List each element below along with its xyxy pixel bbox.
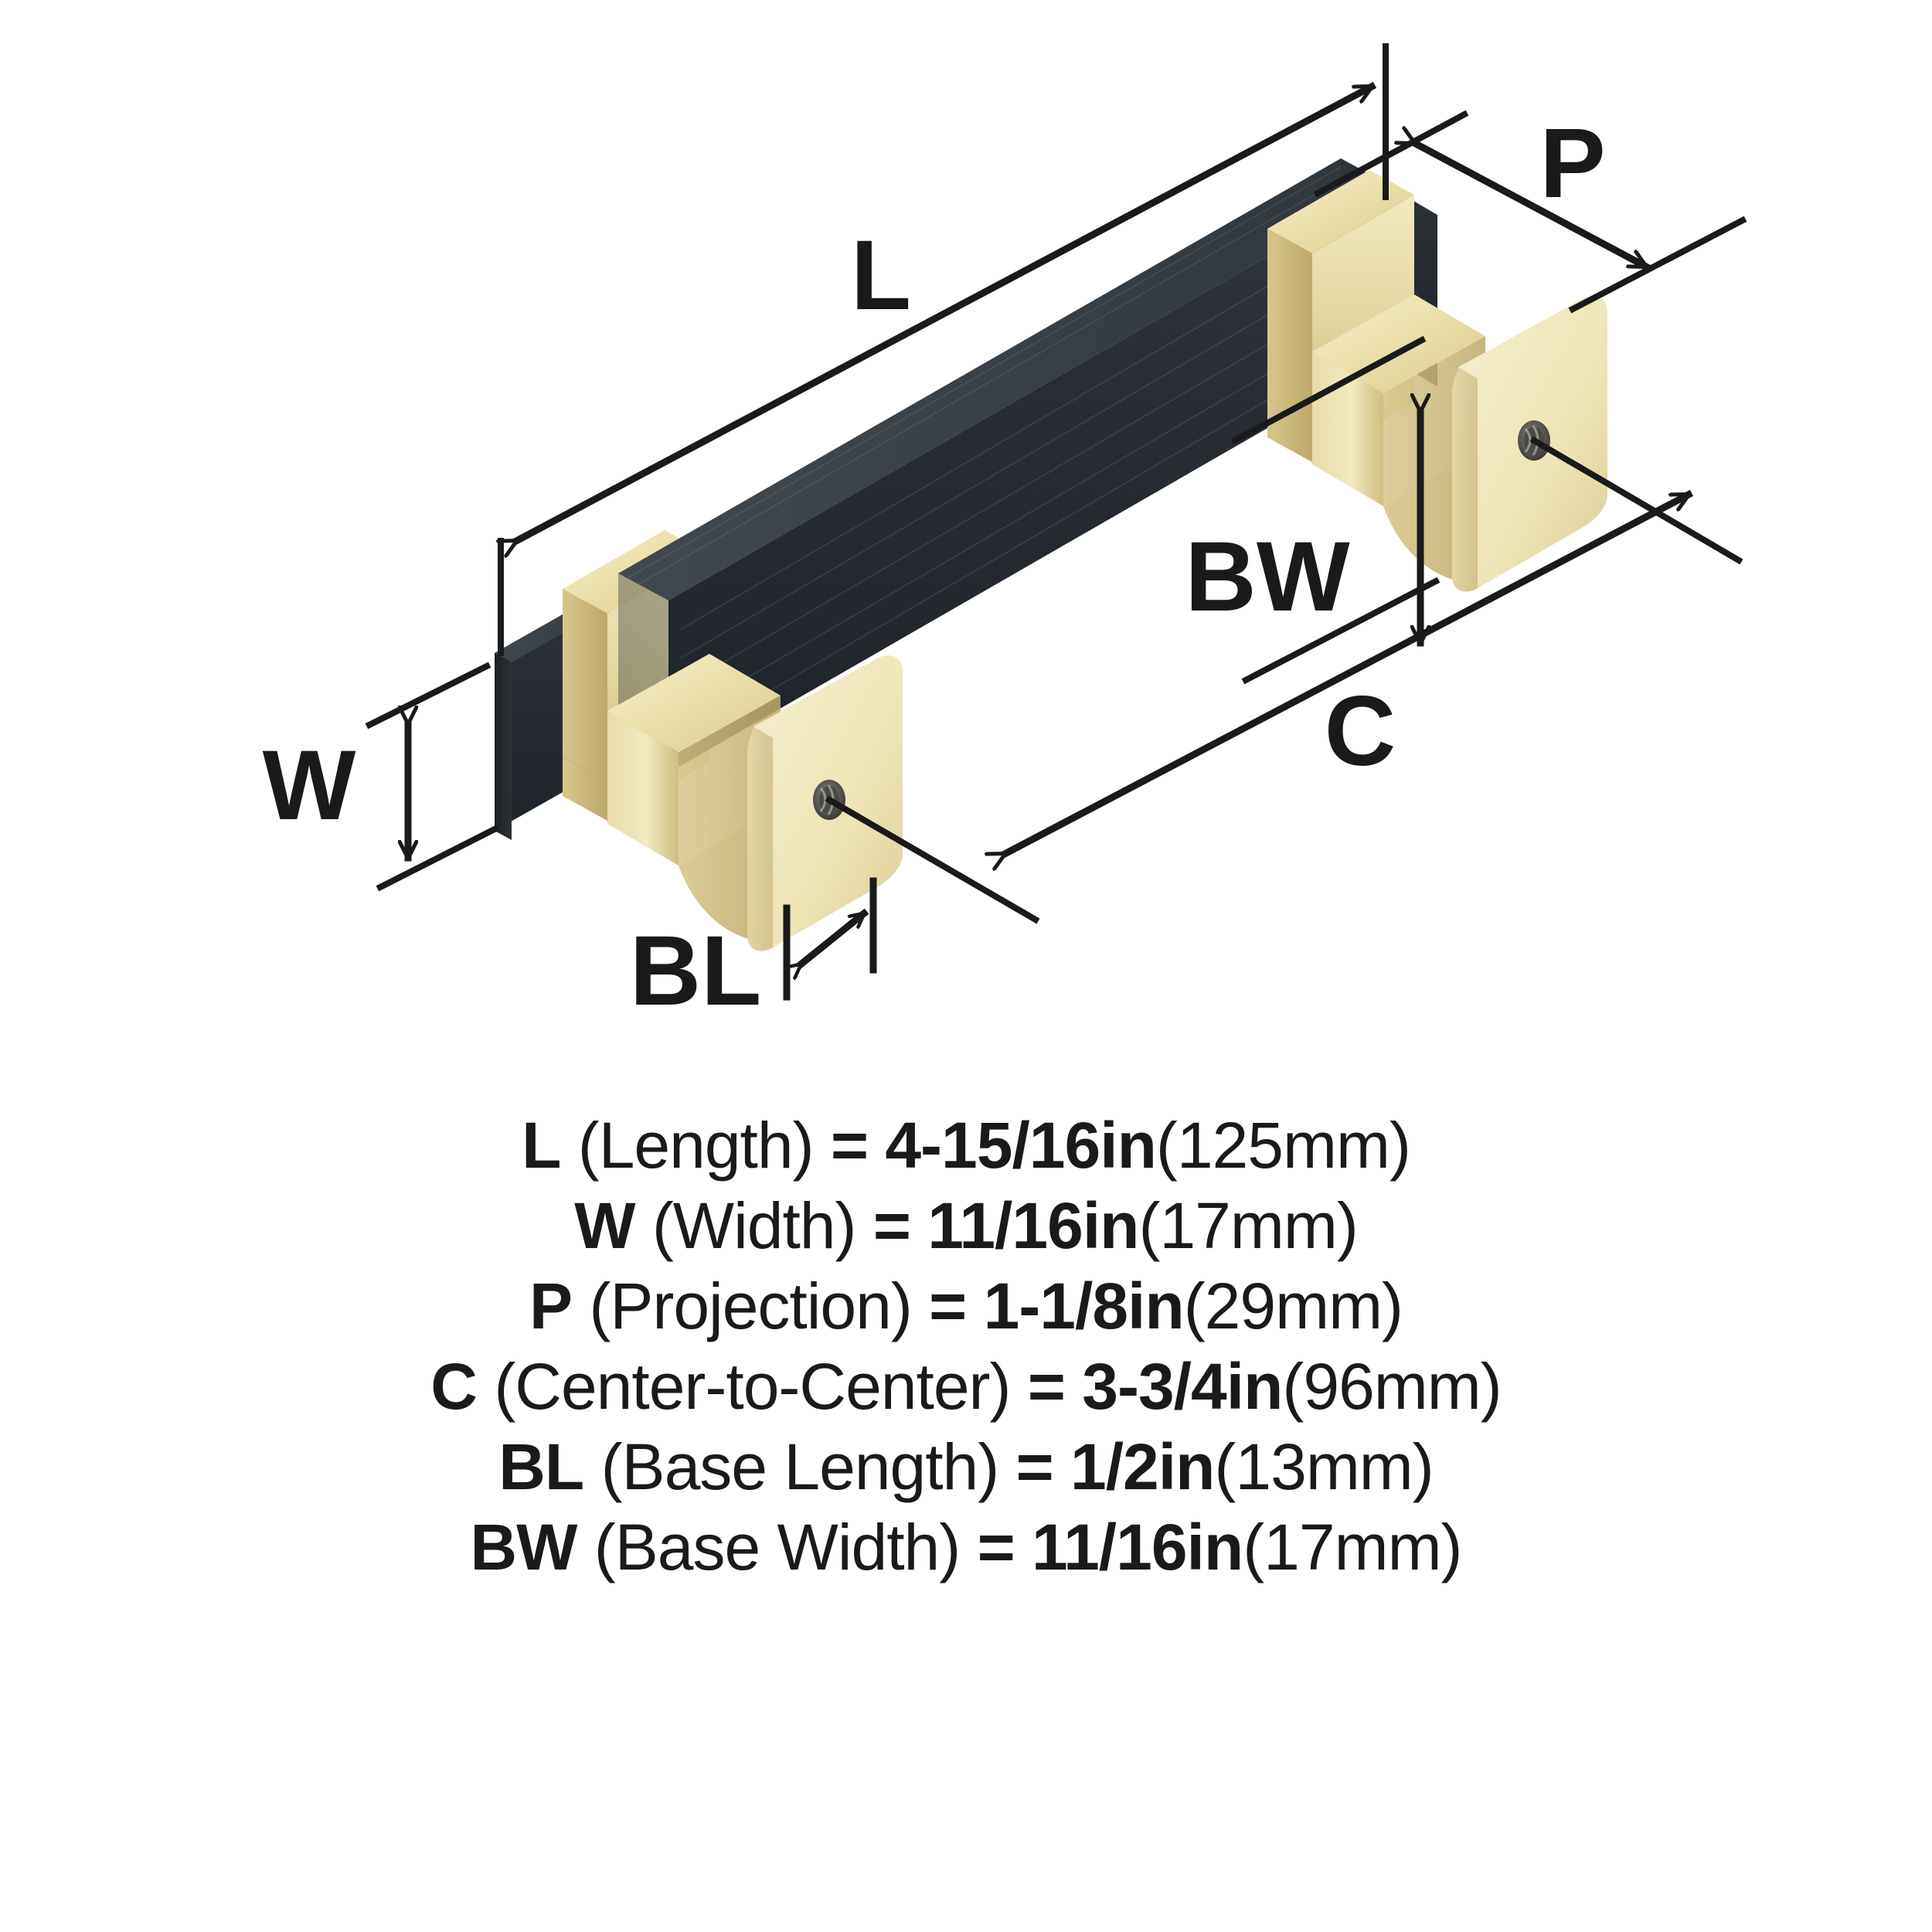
dimension-annotations bbox=[365, 43, 1747, 1001]
spec-name: (Base Width) bbox=[594, 1511, 961, 1583]
callout-BW: BW bbox=[1185, 522, 1349, 632]
spec-equals: = bbox=[872, 1189, 911, 1262]
spec-name: (Projection) bbox=[589, 1270, 912, 1342]
spec-symbol: C bbox=[430, 1350, 478, 1423]
spec-name: (Width) bbox=[651, 1189, 857, 1262]
callout-W: W bbox=[263, 730, 356, 841]
spec-value: 11/16in bbox=[1031, 1511, 1243, 1583]
spec-symbol: P bbox=[529, 1270, 573, 1342]
spec-metric: (17mm) bbox=[1243, 1511, 1462, 1583]
spec-value: 1-1/8in bbox=[983, 1270, 1185, 1342]
spec-metric: (125mm) bbox=[1155, 1109, 1411, 1182]
spec-row-base-width: BW (Base Width) = 11/16in(17mm) bbox=[39, 1507, 1893, 1587]
spec-metric: (13mm) bbox=[1214, 1430, 1434, 1503]
spec-symbol: L bbox=[522, 1109, 561, 1182]
callout-labels: L W P C BL BW bbox=[263, 108, 1606, 1026]
left-post-bracket bbox=[607, 654, 903, 951]
spec-name: (Base Length) bbox=[600, 1430, 1000, 1503]
spec-metric: (17mm) bbox=[1138, 1189, 1358, 1262]
product-illustration: L W P C BL BW bbox=[263, 43, 1747, 1026]
dimension-P bbox=[1313, 110, 1747, 314]
spec-value: 11/16in bbox=[927, 1189, 1139, 1262]
callout-L: L bbox=[851, 220, 911, 331]
spec-value: 1/2in bbox=[1070, 1430, 1215, 1503]
spec-equals: = bbox=[1027, 1350, 1066, 1423]
dimension-C bbox=[825, 436, 1743, 924]
spec-row-width: W (Width) = 11/16in(17mm) bbox=[39, 1185, 1893, 1266]
specification-list: L (Length) = 4-15/16in(125mm) W (Width) … bbox=[0, 1105, 1932, 1932]
spec-metric: (96mm) bbox=[1282, 1350, 1502, 1423]
spec-row-center-to-center: C (Center-to-Center) = 3-3/4in(96mm) bbox=[39, 1346, 1893, 1427]
spec-equals: = bbox=[830, 1109, 869, 1182]
callout-BL: BL bbox=[630, 916, 762, 1026]
spec-value: 3-3/4in bbox=[1082, 1350, 1283, 1423]
spec-symbol: BW bbox=[470, 1511, 577, 1583]
spec-name: (Center-to-Center) bbox=[494, 1350, 1011, 1423]
diagram-canvas: L W P C BL BW bbox=[263, 43, 1747, 1026]
spec-equals: = bbox=[929, 1270, 967, 1342]
spec-name: (Length) bbox=[577, 1109, 815, 1182]
spec-row-projection: P (Projection) = 1-1/8in(29mm) bbox=[39, 1266, 1893, 1346]
spec-row-base-length: BL (Base Length) = 1/2in(13mm) bbox=[39, 1427, 1893, 1507]
dimension-BL bbox=[783, 877, 877, 1001]
spec-symbol: BL bbox=[498, 1430, 584, 1503]
spec-value: 4-15/16in bbox=[885, 1109, 1157, 1182]
spec-equals: = bbox=[1015, 1430, 1054, 1503]
spec-symbol: W bbox=[574, 1189, 635, 1262]
spec-metric: (29mm) bbox=[1183, 1270, 1403, 1342]
dimension-L bbox=[501, 43, 1389, 656]
callout-P: P bbox=[1539, 108, 1605, 219]
right-post-bracket bbox=[1312, 294, 1607, 592]
dimension-W bbox=[365, 662, 499, 892]
spec-row-length: L (Length) = 4-15/16in(125mm) bbox=[39, 1105, 1893, 1185]
spec-equals: = bbox=[977, 1511, 1015, 1583]
callout-C: C bbox=[1325, 676, 1396, 787]
